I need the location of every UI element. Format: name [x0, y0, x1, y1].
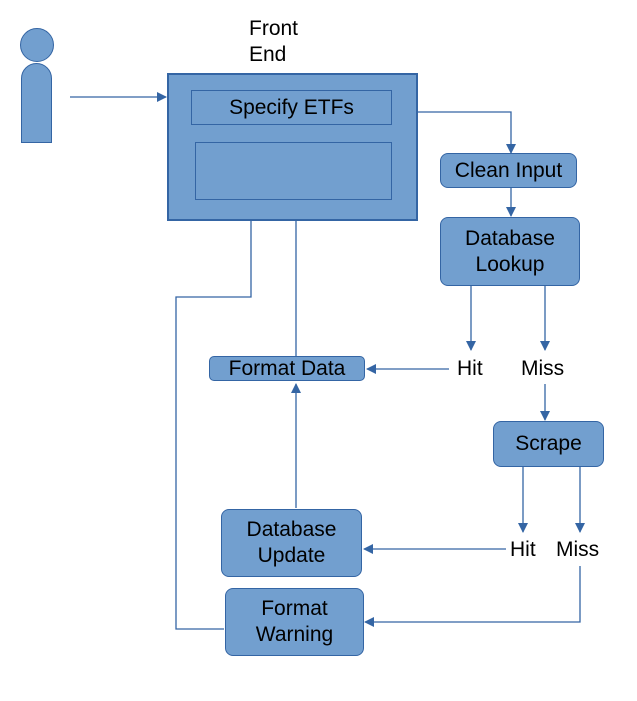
- arrow-specify-to-clean: [393, 111, 516, 154]
- scrape-node: Scrape: [493, 421, 604, 467]
- database-lookup-node: Database Lookup: [440, 217, 580, 286]
- arrow-warning-to-frontend: [175, 162, 256, 630]
- arrow-miss-to-format-warning: [364, 566, 581, 627]
- user-body-icon: [21, 63, 52, 143]
- user-icon: [20, 28, 54, 144]
- format-data-node: Format Data: [209, 356, 365, 381]
- lookup-miss-label: Miss: [521, 357, 565, 380]
- frontend-title: Front End: [249, 17, 299, 66]
- specify-etfs-label: Specify ETFs: [229, 95, 354, 119]
- database-update-node: Database Update: [221, 509, 362, 577]
- clean-input-node: Clean Input: [440, 153, 577, 188]
- format-warning-node: Format Warning: [225, 588, 364, 656]
- results-display-box: [195, 142, 392, 200]
- lookup-hit-label: Hit: [457, 357, 483, 380]
- scrape-hit-label: Hit: [510, 538, 536, 561]
- specify-etfs-box: Specify ETFs: [191, 90, 392, 125]
- scrape-miss-label: Miss: [556, 538, 600, 561]
- user-head-icon: [20, 28, 54, 62]
- frontend-panel: Specify ETFs: [167, 73, 418, 221]
